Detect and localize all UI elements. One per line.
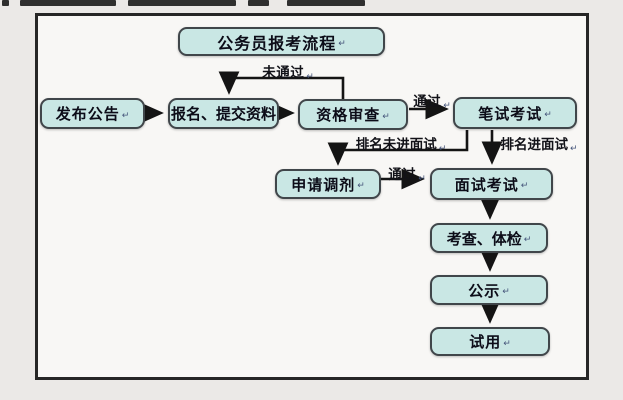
return-mark: ↵ [338,38,346,49]
node-label: 试用 [469,333,502,351]
node-apply-adjustment: 申请调剂↵ [275,169,381,199]
edge-label-text: 排名未进面试 [355,137,437,153]
return-mark: ↵ [357,181,365,191]
return-mark: ↵ [438,144,447,154]
node-label: 申请调剂 [291,175,356,194]
node-qualification-review: 资格审查↵ [298,99,408,130]
clipped-text-fragment [2,0,9,6]
node-label: 面试考试 [454,175,519,194]
edge-label-text: 通过 [413,94,442,110]
return-mark: ↵ [502,287,510,297]
return-mark: ↵ [503,338,511,349]
node-publish-announcement: 发布公告↵ [40,98,145,129]
return-mark: ↵ [544,110,552,120]
return-mark: ↵ [121,110,130,121]
node-label: 资格审查 [316,106,381,124]
clipped-text-fragment [248,0,269,6]
return-mark: ↵ [569,144,578,154]
return-mark: ↵ [443,101,451,111]
node-label: 考查、体检 [446,229,522,248]
node-public-announcement: 公示↵ [430,275,548,305]
node-label: 发布公告 [55,105,120,123]
node-probation: 试用↵ [430,327,550,356]
node-title-process: 公务员报考流程↵ [178,27,385,56]
return-mark: ↵ [520,181,529,191]
edge-label-passed-adjust: 通过↵ [383,163,431,184]
return-mark: ↵ [418,174,426,184]
clipped-text-fragment [287,0,365,6]
edge-label-text: 通过 [388,167,417,183]
node-label: 公示 [468,281,501,300]
node-label: 报名、提交资料 [170,105,276,123]
node-label: 公务员报考流程 [217,33,337,53]
edge-label-text: 排名进面试 [500,137,568,153]
node-written-exam: 笔试考试↵ [453,97,577,129]
node-label: 笔试考试 [478,104,543,123]
node-register-submit: 报名、提交资料 [168,98,279,129]
node-inspection-physical: 考查、体检↵ [430,223,548,253]
return-mark: ↵ [382,111,390,122]
edge-label-not-passed: 未通过↵ [253,61,323,82]
clipped-text-fragment [20,0,116,6]
edge-label-text: 未通过 [262,65,305,81]
return-mark: ↵ [523,235,532,245]
clipped-text-fragment [128,0,236,6]
edge-label-passed-written: 通过↵ [408,90,456,111]
clipped-text-top [0,0,400,7]
edge-label-rank-not-in-interview: 排名未进面试↵ [350,133,452,154]
edge-label-rank-in-interview: 排名进面试↵ [497,133,581,154]
return-mark: ↵ [306,72,314,82]
node-interview-exam: 面试考试↵ [430,168,553,200]
